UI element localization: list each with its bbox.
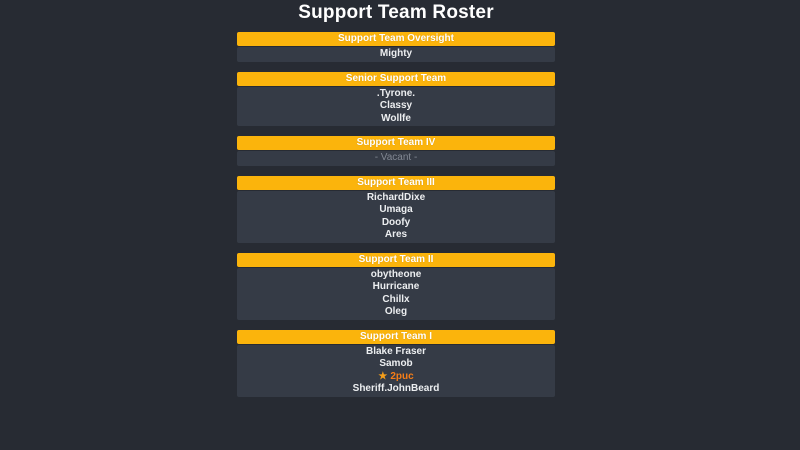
team-header: Support Team IV [237,136,555,150]
member-name[interactable]: Ares [384,229,408,240]
team-header: Support Team I [237,329,555,344]
member-name[interactable]: Oleg [384,306,408,317]
member-row: Samob [237,358,555,371]
member-name[interactable]: Sheriff.JohnBeard [352,383,440,394]
team-section: Support Team II obytheone Hurricane Chil… [237,252,555,320]
member-name[interactable]: Umaga [379,204,413,215]
member-name[interactable]: obytheone [370,268,422,280]
member-name: - Vacant - [374,152,418,163]
member-row: Classy [237,100,555,113]
team-panel: Mighty [237,47,555,62]
member-row: obytheone [237,269,555,282]
member-name[interactable]: Chillx [382,293,410,305]
member-row: Blake Fraser [237,346,555,359]
team-section: Senior Support Team .Tyrone. Classy Woll… [237,71,555,126]
member-name[interactable]: Hurricane [372,281,420,292]
team-header: Support Team III [237,175,555,190]
member-row: RichardDixe [237,192,555,205]
team-header: Support Team II [237,252,555,267]
member-row: .Tyrone. [237,88,555,101]
member-row: Oleg [237,306,555,319]
team-panel: .Tyrone. Classy Wollfe [237,86,555,126]
member-name[interactable]: Wollfe [381,112,411,124]
member-name[interactable]: RichardDixe [366,191,426,203]
member-name[interactable]: Classy [379,100,413,111]
team-panel: obytheone Hurricane Chillx Oleg [237,267,555,320]
team-panel: Blake Fraser Samob ★2puc Sheriff.JohnBea… [237,344,555,397]
team-panel: RichardDixe Umaga Doofy Ares [237,190,555,243]
team-panel: - Vacant - [237,151,555,166]
member-name[interactable]: 2puc [390,370,414,382]
member-row: Wollfe [237,113,555,126]
team-section: Support Team Oversight Mighty [237,32,555,62]
member-row: Hurricane [237,281,555,294]
member-row: Sheriff.JohnBeard [237,383,555,396]
member-name[interactable]: Mighty [379,48,413,59]
team-section: Support Team IV - Vacant - [237,136,555,166]
member-row: Umaga [237,204,555,217]
team-header: Support Team Oversight [237,32,555,46]
member-row: Mighty [237,48,555,61]
member-name[interactable]: Blake Fraser [365,345,427,357]
star-icon: ★ [378,370,388,382]
member-name[interactable]: Doofy [381,216,411,228]
roster-column: Support Team Roster Support Team Oversig… [237,0,555,397]
member-name[interactable]: .Tyrone. [376,87,416,99]
member-row: - Vacant - [237,152,555,165]
roster-list: Support Team Oversight Mighty Senior Sup… [237,32,555,397]
team-section: Support Team III RichardDixe Umaga Doofy… [237,175,555,243]
team-section: Support Team I Blake Fraser Samob ★2puc … [237,329,555,397]
team-header: Senior Support Team [237,71,555,86]
member-row: Doofy [237,217,555,230]
member-row: Chillx [237,294,555,307]
member-name[interactable]: Samob [379,358,413,369]
member-row: Ares [237,229,555,242]
page-title: Support Team Roster [298,2,494,23]
member-row: ★2puc [237,371,555,384]
